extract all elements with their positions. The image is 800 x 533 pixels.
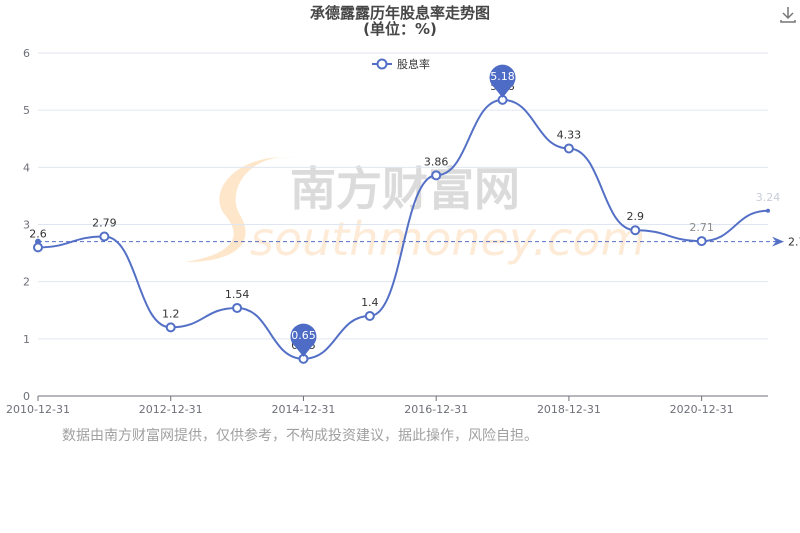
min-marker-label: 0.65 (291, 329, 316, 342)
data-label: 3.86 (424, 155, 449, 168)
legend[interactable]: 股息率 (372, 57, 430, 71)
y-tick-label: 1 (23, 333, 30, 346)
data-point (630, 225, 641, 236)
data-label: 4.33 (557, 128, 582, 141)
x-tick-label: 2020-12-31 (670, 403, 734, 416)
y-tick-label: 3 (23, 219, 30, 232)
min-marker: 0.65 (290, 323, 317, 357)
data-point (431, 170, 442, 181)
average-label: 2.7 (788, 236, 800, 249)
y-tick-label: 2 (23, 276, 30, 289)
max-marker: 5.18 (489, 64, 516, 98)
x-tick-label: 2014-12-31 (271, 403, 335, 416)
chart-title: 承德露露历年股息率走势图 (310, 4, 490, 22)
legend-label: 股息率 (397, 57, 430, 71)
data-label: 2.9 (627, 210, 645, 223)
data-point (99, 231, 110, 242)
max-marker-pin-icon (489, 64, 516, 98)
legend-marker-icon (376, 58, 388, 70)
watermark-en: southmoney.com (250, 212, 645, 266)
data-point (33, 242, 43, 253)
data-label: 2.79 (92, 217, 117, 230)
y-tick-label: 4 (23, 161, 30, 174)
chart-subtitle: (单位：%) (363, 20, 437, 38)
watermark-logo-s (185, 156, 300, 262)
min-marker-pin-icon (290, 323, 317, 357)
data-point (165, 322, 176, 333)
data-label: 1.2 (162, 307, 180, 320)
download-icon[interactable] (780, 7, 796, 23)
data-point (696, 236, 707, 247)
disclaimer: 数据由南方财富网提供，仅供参考，不构成投资建议，据此操作，风险自担。 (62, 427, 538, 444)
watermark-cn: 南方财富网 (290, 162, 520, 216)
x-tick-label: 2010-12-31 (6, 403, 70, 416)
x-tick-label: 2016-12-31 (404, 403, 468, 416)
x-tick-label: 2012-12-31 (139, 403, 203, 416)
x-tick-label: 2018-12-31 (537, 403, 601, 416)
average-arrow-icon (772, 236, 784, 247)
data-point (766, 208, 770, 213)
y-tick-label: 0 (23, 390, 30, 403)
data-point (232, 302, 243, 313)
data-point (364, 310, 375, 321)
y-tick-label: 6 (23, 47, 30, 60)
data-label: 1.54 (225, 288, 250, 301)
max-marker-label: 5.18 (490, 70, 515, 83)
data-label: 1.4 (361, 296, 379, 309)
data-point (563, 143, 574, 154)
watermark: 南方财富网 southmoney.com (185, 156, 645, 266)
data-label: 2.6 (29, 227, 47, 240)
y-tick-label: 5 (23, 104, 30, 117)
data-label: 3.24 (756, 191, 781, 204)
data-label: 2.71 (689, 221, 714, 234)
